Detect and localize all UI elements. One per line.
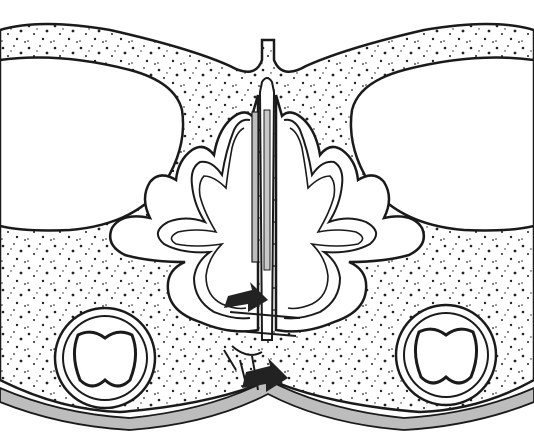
left-tooth	[55, 308, 155, 408]
septal-flap	[252, 112, 258, 262]
right-tooth	[396, 305, 496, 405]
